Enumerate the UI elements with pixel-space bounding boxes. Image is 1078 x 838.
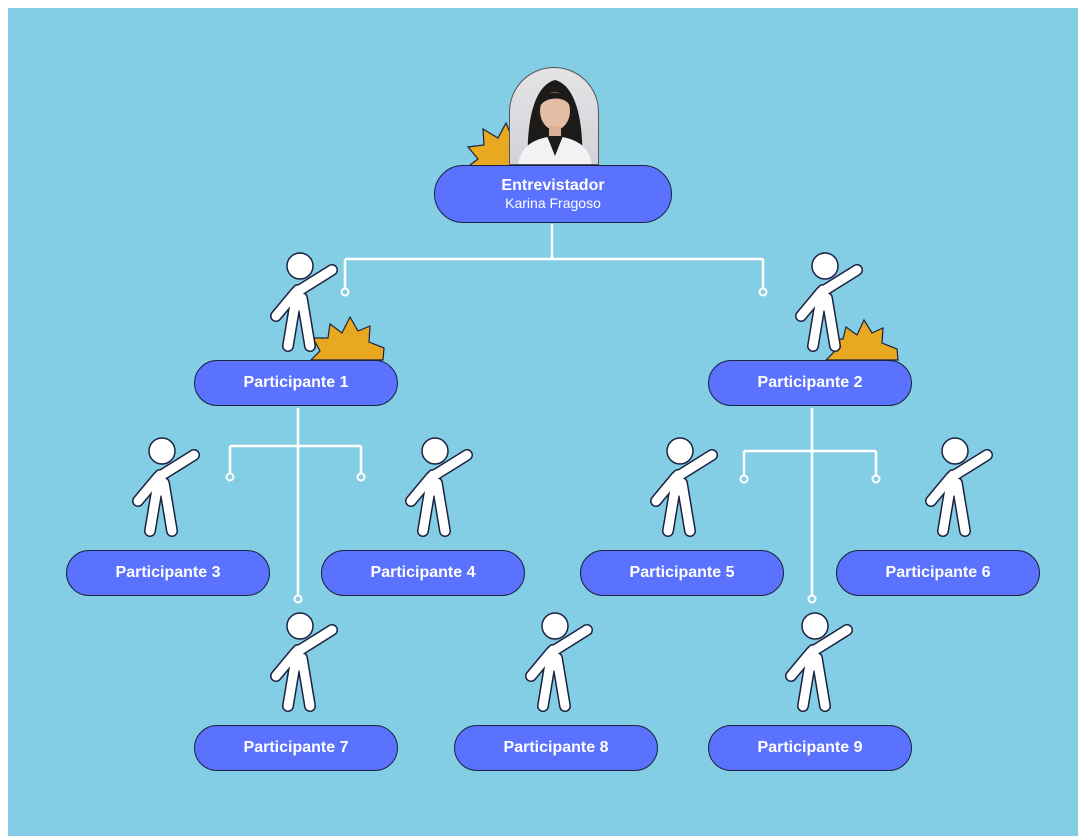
participant-node-6[interactable]: Participante 6: [836, 550, 1040, 596]
person-icon: [393, 433, 477, 545]
participant-label: Participante 7: [243, 739, 349, 756]
person-icon: [913, 433, 997, 545]
interviewer-node[interactable]: Entrevistador Karina Fragoso: [434, 165, 672, 223]
starburst-icon: [309, 315, 385, 361]
person-icon: [783, 248, 867, 360]
connector-end: [356, 472, 366, 482]
connector-end: [739, 474, 749, 484]
connector-end: [871, 474, 881, 484]
connector-p2: [742, 408, 878, 596]
interviewer-photo: [509, 67, 599, 165]
participant-label: Participante 5: [629, 564, 735, 581]
org-chart-canvas: Entrevistador Karina Fragoso Participant…: [8, 8, 1078, 836]
person-icon: [638, 433, 722, 545]
connector-p1: [228, 408, 363, 596]
participant-node-4[interactable]: Participante 4: [321, 550, 525, 596]
portrait-photo-icon: [518, 80, 592, 164]
connector-end: [807, 594, 817, 604]
participant-node-7[interactable]: Participante 7: [194, 725, 398, 771]
participant-label: Participante 8: [503, 739, 609, 756]
person-icon: [258, 248, 342, 360]
participant-node-2[interactable]: Participante 2: [708, 360, 912, 406]
interviewer-title: Entrevistador: [501, 177, 605, 194]
person-icon: [513, 608, 597, 720]
participant-label: Participante 6: [885, 564, 991, 581]
participant-label: Participante 3: [115, 564, 221, 581]
connector-end: [293, 594, 303, 604]
participant-label: Participante 9: [757, 739, 863, 756]
person-icon: [120, 433, 204, 545]
connector-lines: [225, 121, 899, 604]
interviewer-name: Karina Fragoso: [505, 195, 601, 211]
connector-end: [340, 287, 350, 297]
person-icon: [773, 608, 857, 720]
participant-node-3[interactable]: Participante 3: [66, 550, 270, 596]
participant-node-1[interactable]: Participante 1: [194, 360, 398, 406]
connector-end: [758, 287, 768, 297]
participant-node-5[interactable]: Participante 5: [580, 550, 784, 596]
participant-node-8[interactable]: Participante 8: [454, 725, 658, 771]
connector-root: [343, 224, 765, 290]
participant-label: Participante 4: [370, 564, 476, 581]
person-icon: [258, 608, 342, 720]
connector-end: [225, 472, 235, 482]
participant-label: Participante 1: [243, 374, 349, 391]
participant-node-9[interactable]: Participante 9: [708, 725, 912, 771]
participant-label: Participante 2: [757, 374, 863, 391]
